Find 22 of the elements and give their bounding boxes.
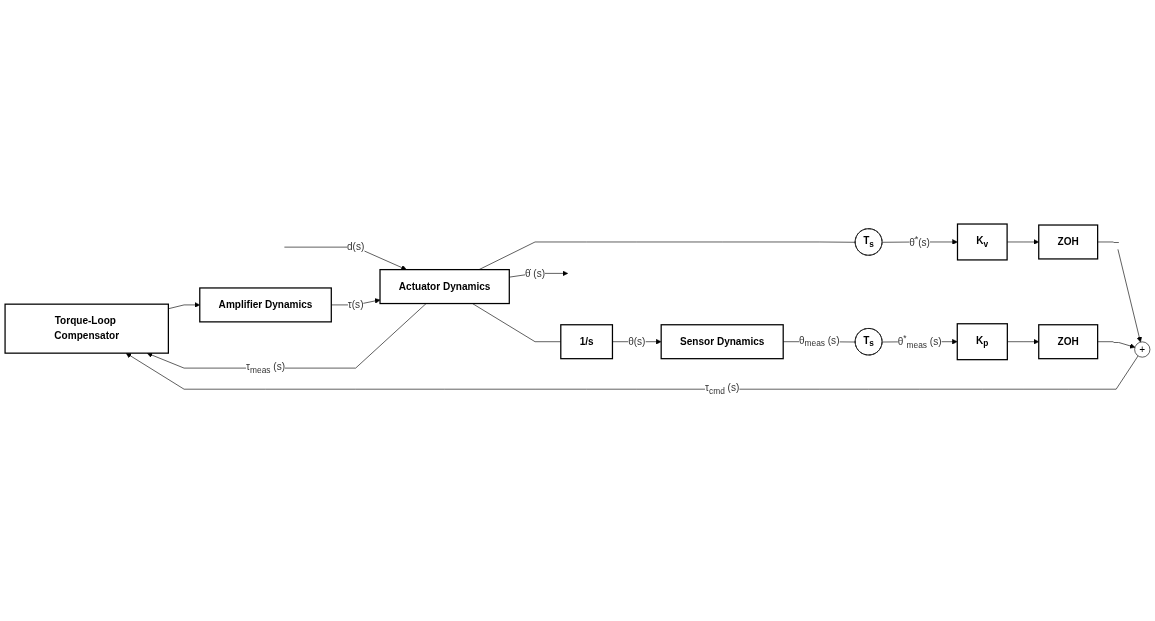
- edge-label: θ$^{*}$$_{meas}$ (s): [897, 333, 942, 350]
- edge-label: θ̇$^{*}$(s): [909, 234, 930, 248]
- connector: [478, 241, 856, 270]
- node-box: ZOH: [1038, 323, 1099, 359]
- edge-label: d(s): [347, 241, 365, 252]
- edge-label: τ$_{cmd}$ (s): [705, 382, 740, 396]
- node-box: Sensor Dynamics: [660, 323, 784, 359]
- node-box: K$_{v}$: [956, 223, 1008, 261]
- edge-label: –: [1113, 335, 1119, 347]
- edge-label: θ$_{meas}$ (s): [798, 334, 840, 348]
- edge-label: τ(s): [347, 298, 364, 310]
- edge-label: –: [1113, 235, 1119, 247]
- node-box: Amplifier Dynamics: [199, 286, 332, 323]
- node-box: Actuator Dynamics: [379, 268, 510, 304]
- node-box: Torque-Loop Compensator: [4, 303, 169, 354]
- node-box: 1/s: [560, 323, 614, 359]
- node-box: ZOH: [1038, 224, 1099, 260]
- node-box: K$_{p}$: [956, 322, 1008, 360]
- edge-label: θ̇ (s): [524, 267, 546, 279]
- node-circle: +: [1134, 341, 1151, 358]
- edge-label: τ$_{meas}$ (s): [246, 361, 286, 375]
- edge-label: θ(s): [628, 335, 646, 347]
